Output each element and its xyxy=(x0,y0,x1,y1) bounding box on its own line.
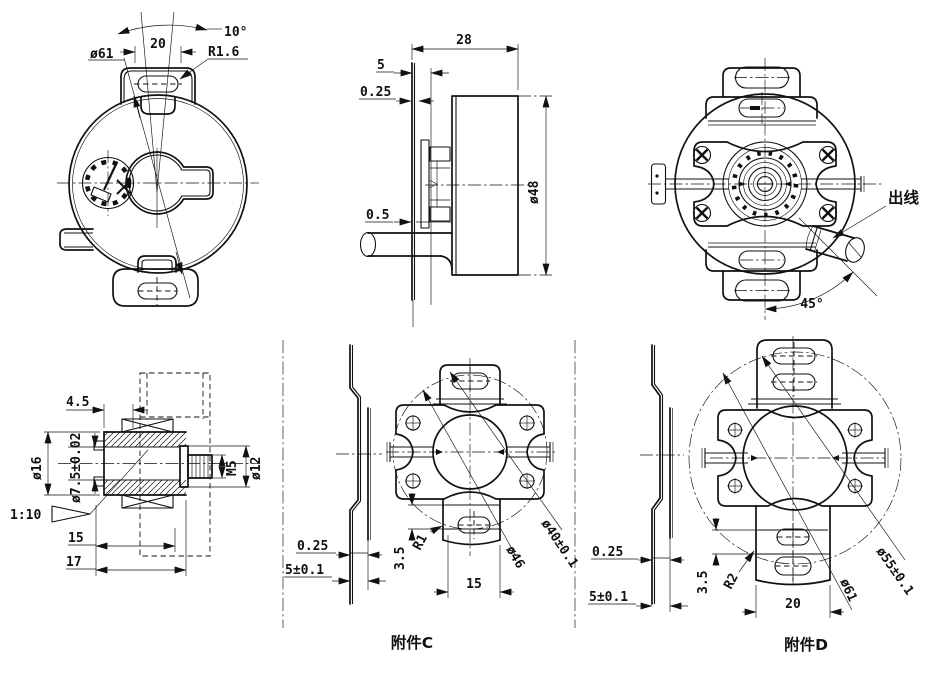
bracket-d-label: 附件D xyxy=(784,635,828,654)
dim-20d: 20 xyxy=(785,597,801,612)
bracket-c-view: ø46 ø40±0.1 3.5 R1 15 0.25 5±0.1 附件C xyxy=(284,344,581,652)
shaft-dimensions: 4.5 ø16 ø7.5±0.02 1:10 M5 ø12 15 17 xyxy=(10,395,264,576)
dim-dia16: ø16 xyxy=(30,456,45,480)
front-bottom-tab xyxy=(112,255,199,307)
dim-5d: 5±0.1 xyxy=(589,590,628,605)
dim-dia55: ø55±0.1 xyxy=(873,545,917,599)
dim-5c: 5±0.1 xyxy=(285,563,324,578)
bracket-c-bottom-tab xyxy=(442,498,501,546)
shaft-section-view: 4.5 ø16 ø7.5±0.02 1:10 M5 ø12 15 17 xyxy=(10,372,264,576)
dim-025c: 0.25 xyxy=(297,539,328,554)
dim-45len: 4.5 xyxy=(66,395,89,410)
bracket-d-top-tab xyxy=(748,339,841,409)
front-top-slot xyxy=(137,75,179,93)
dim-45: 45° xyxy=(800,297,823,312)
dim-15c: 15 xyxy=(466,577,482,592)
bearing-top xyxy=(121,418,174,433)
hammer-icon xyxy=(103,161,118,191)
wire-out-label: 出线 xyxy=(888,188,920,207)
cable xyxy=(359,231,453,271)
bracket-d-side-slots xyxy=(701,448,889,468)
dim-35c: 3.5 xyxy=(393,547,408,570)
dim-dia46: ø46 xyxy=(503,544,528,572)
screws xyxy=(692,145,838,223)
bracket-c-holes xyxy=(405,415,535,489)
bracket-c-body xyxy=(395,404,545,500)
dim-dia48: ø48 xyxy=(527,180,542,204)
bracket-c-dimensions: ø46 ø40±0.1 3.5 R1 15 0.25 5±0.1 xyxy=(284,371,581,598)
dim-r16: R1.6 xyxy=(208,45,239,60)
angle-45-dimension: 45° xyxy=(764,217,878,313)
dim-28: 28 xyxy=(456,33,472,48)
dim-angle10: 10° xyxy=(224,25,247,40)
body-cylinder xyxy=(451,95,519,276)
front-clamp-detail xyxy=(420,139,451,229)
dim-15len: 15 xyxy=(68,531,84,546)
hollow-shaft xyxy=(93,431,187,496)
rear-bottom-tab xyxy=(705,242,818,302)
front-bottom-slot xyxy=(137,282,178,300)
rear-view: 出线 45° xyxy=(648,58,920,320)
front-view: ø61 20 10° R1.6 xyxy=(57,11,259,307)
front-left-tab xyxy=(59,228,94,251)
dim-r2: R2 xyxy=(721,571,742,592)
front-top-tab xyxy=(120,67,196,115)
left-clamp-arm xyxy=(650,163,746,205)
bracket-d-side-profile xyxy=(640,344,684,612)
dim-r1: R1 xyxy=(410,532,431,553)
front-dimensions: ø61 20 10° R1.6 xyxy=(88,23,248,80)
dim-5: 5 xyxy=(377,58,385,73)
dim-dia61d: ø61 xyxy=(836,577,859,605)
dim-025d: 0.25 xyxy=(592,545,623,560)
side-view: 28 5 0.25 0.5 ø48 xyxy=(359,33,552,327)
bracket-d-view: ø61 ø55±0.1 3.5 R2 20 0.25 5±0.1 附件D xyxy=(588,336,917,654)
dim-dia40: ø40±0.1 xyxy=(538,517,581,571)
dim-taper: 1:10 xyxy=(10,508,41,523)
rear-top-tab xyxy=(705,66,818,126)
bracket-d-body xyxy=(717,409,873,507)
bracket-c-side-profile xyxy=(336,344,382,605)
bracket-d-holes xyxy=(727,422,863,494)
dim-dia61: ø61 xyxy=(90,47,114,62)
dim-05: 0.5 xyxy=(366,208,389,223)
right-clamp-arm xyxy=(784,176,865,192)
bracket-c-label: 附件C xyxy=(391,633,433,652)
body-phantom-outline xyxy=(139,372,211,557)
taper-symbol xyxy=(51,449,149,523)
dim-17len: 17 xyxy=(66,555,82,570)
dim-025: 0.25 xyxy=(360,85,391,100)
dim-dia75: ø7.5±0.02 xyxy=(69,433,84,503)
dim-width20: 20 xyxy=(150,37,166,52)
dim-m5: M5 xyxy=(225,460,240,476)
dim-35d: 3.5 xyxy=(696,571,711,594)
threaded-stud xyxy=(179,445,213,488)
phantom-circle-61 xyxy=(688,351,902,565)
bearing-bottom xyxy=(121,494,174,509)
keyhole-cutout xyxy=(125,151,214,215)
dim-dia12: ø12 xyxy=(249,457,264,480)
side-dimensions: 28 5 0.25 0.5 ø48 xyxy=(359,33,550,276)
